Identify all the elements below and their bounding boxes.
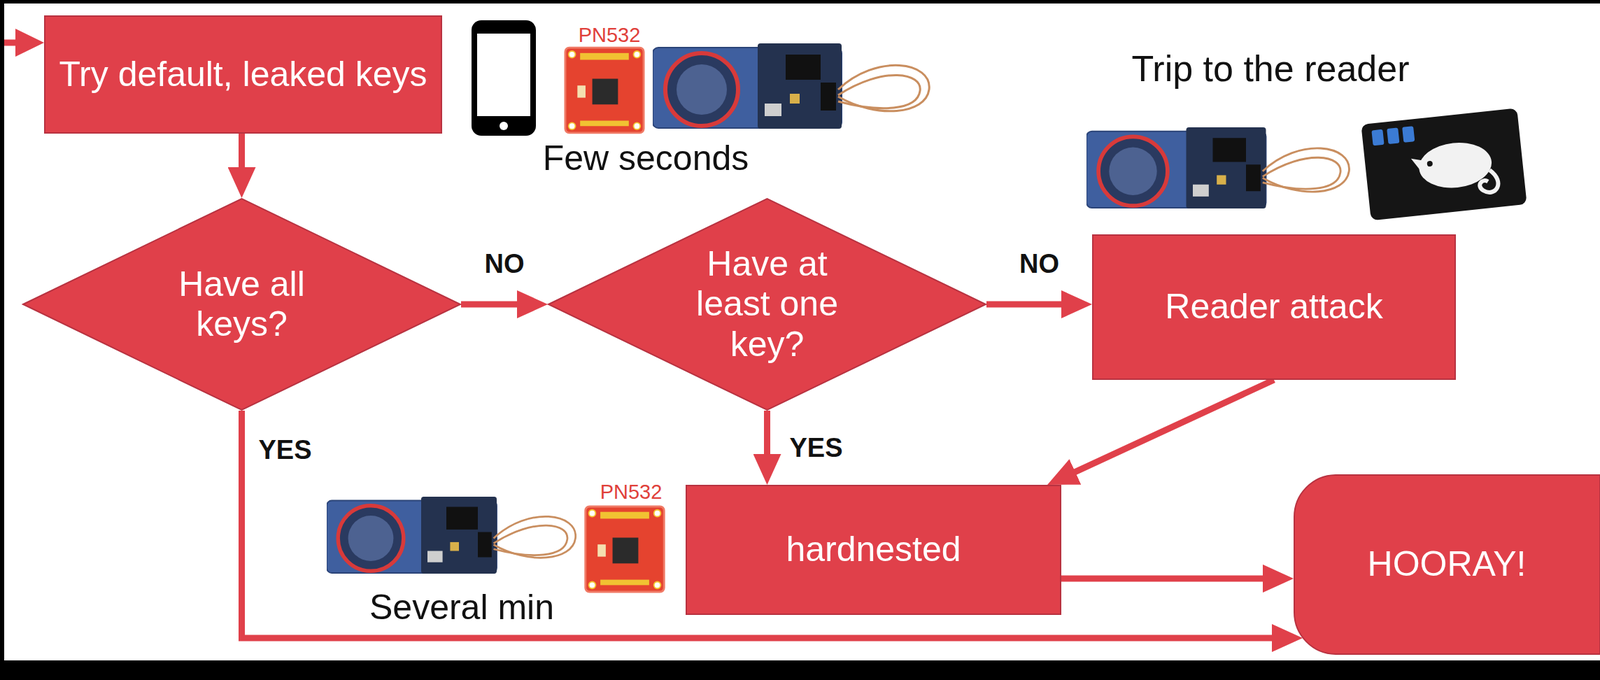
node-text: HOORAY! bbox=[1367, 544, 1527, 585]
node-inner: Reader attack bbox=[1093, 235, 1455, 379]
chameleon-head bbox=[1411, 156, 1428, 174]
process-box: Try default, leaked keys bbox=[44, 15, 443, 134]
phone-screen bbox=[477, 33, 531, 117]
terminal-shape bbox=[1294, 475, 1600, 655]
frame-edge bbox=[0, 0, 1600, 4]
decision-diamond: Have at least one key? bbox=[547, 197, 987, 411]
note-text: Few seconds bbox=[542, 137, 750, 179]
edge-label: NO bbox=[1019, 249, 1060, 280]
flow-arrow bbox=[1061, 575, 1280, 582]
chameleon-eye bbox=[1426, 160, 1433, 168]
node-inner: HOORAY! bbox=[1293, 474, 1600, 655]
note-text: Trip to the reader bbox=[1131, 47, 1410, 90]
part-name: PN532 bbox=[578, 23, 641, 47]
edge-label: NO bbox=[484, 249, 525, 280]
node-text: Have all keys? bbox=[154, 264, 330, 345]
node-inner: Have all keys? bbox=[22, 197, 462, 411]
note-text: Several min bbox=[369, 586, 555, 628]
card-button bbox=[1386, 127, 1400, 145]
proxmark-device bbox=[652, 43, 930, 129]
pn532-board bbox=[565, 47, 644, 133]
text-block: hardnested bbox=[785, 529, 961, 571]
card-button bbox=[1371, 129, 1384, 147]
flow-arrow bbox=[238, 133, 245, 184]
text-block: Reader attack bbox=[1164, 286, 1383, 328]
text-block: Have all keys? bbox=[154, 264, 330, 345]
proxmark-device bbox=[1086, 127, 1349, 209]
flow-arrow bbox=[986, 301, 1079, 308]
phone-button bbox=[499, 121, 508, 131]
edge-label: YES bbox=[789, 433, 843, 464]
node-inner: Try default, leaked keys bbox=[45, 16, 441, 133]
node-text: Try default, leaked keys bbox=[58, 54, 427, 96]
phone-body bbox=[471, 20, 536, 136]
terminal-box: HOORAY! bbox=[1293, 474, 1600, 655]
flow-arrow bbox=[242, 410, 1290, 639]
frame-edge bbox=[0, 660, 1600, 680]
node-inner: Have at least one key? bbox=[547, 197, 987, 411]
chameleon-card bbox=[1360, 108, 1527, 222]
node-text: hardnested bbox=[785, 529, 961, 571]
text-block: Try default, leaked keys bbox=[58, 54, 427, 96]
decision-diamond: Have all keys? bbox=[22, 197, 462, 411]
node-text: Have at least one key? bbox=[680, 244, 855, 366]
proxmark-device bbox=[326, 496, 576, 574]
process-box: hardnested bbox=[685, 484, 1062, 615]
node-inner: hardnested bbox=[687, 486, 1060, 614]
flow-arrow bbox=[1059, 379, 1274, 480]
edge-label: YES bbox=[258, 435, 312, 466]
text-block: HOORAY! bbox=[1367, 544, 1527, 585]
card-body bbox=[1360, 108, 1527, 222]
incoming-arrowhead bbox=[15, 28, 45, 57]
diamond-shape bbox=[548, 198, 986, 410]
frame-edge bbox=[0, 0, 5, 680]
pn532-board bbox=[585, 506, 664, 592]
process-box: Reader attack bbox=[1092, 234, 1456, 380]
chameleon-tail bbox=[1478, 169, 1500, 194]
flow-arrow bbox=[461, 301, 534, 308]
node-text: Reader attack bbox=[1164, 286, 1383, 328]
card-button bbox=[1402, 125, 1415, 143]
part-name: PN532 bbox=[600, 480, 663, 504]
flow-arrow bbox=[763, 410, 771, 471]
diamond-shape bbox=[23, 198, 461, 410]
text-block: Have at least one key? bbox=[680, 244, 855, 366]
phone-icon bbox=[471, 20, 536, 136]
